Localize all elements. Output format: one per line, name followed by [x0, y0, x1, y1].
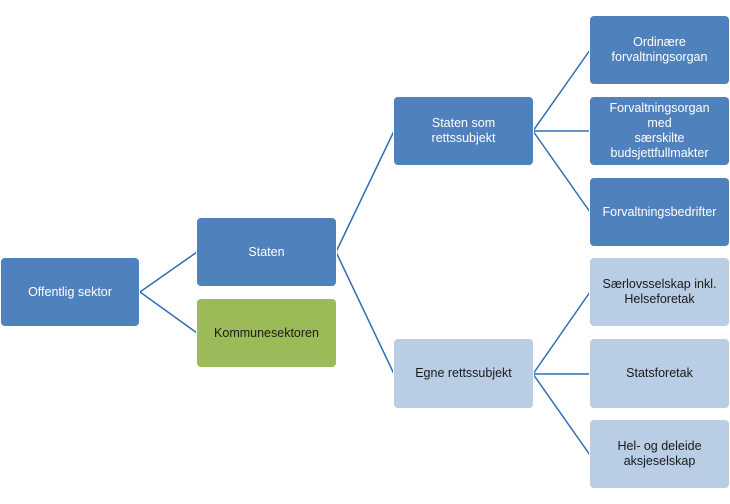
node-ordinaere-forvaltningsorgan-label: Ordinære forvaltningsorgan [611, 35, 708, 64]
connector-root-to-staten [139, 251, 198, 293]
node-statsforetak: Statsforetak [589, 338, 730, 409]
node-saerskilte-budsjettfullmakter-label: Forvaltningsorgan med særskilte budsjett… [609, 101, 710, 160]
node-egne-rettssubjekt: Egne rettssubjekt [393, 338, 534, 409]
connector-to-saerlov [532, 291, 591, 375]
connector-root-to-kommunesektoren [139, 291, 198, 334]
connector-to-ordinaere [532, 49, 591, 132]
connector-to-aksjeselskap [532, 373, 591, 456]
connector-staten-to-egne-rettssubjekt [335, 251, 395, 375]
node-saerlovsselskap: Særlovsselskap inkl. Helseforetak [589, 257, 730, 327]
node-aksjeselskap-label: Hel- og deleide aksjeselskap [617, 439, 702, 468]
node-staten-som-rettssubjekt-label: Staten som rettssubjekt [431, 116, 496, 145]
node-staten: Staten [196, 217, 337, 287]
node-egne-rettssubjekt-label: Egne rettssubjekt [415, 366, 512, 380]
connector-staten-to-staten-som-rettssubjekt [335, 130, 395, 253]
node-ordinaere-forvaltningsorgan: Ordinære forvaltningsorgan [589, 15, 730, 85]
node-aksjeselskap: Hel- og deleide aksjeselskap [589, 419, 730, 489]
node-offentlig-sektor-label: Offentlig sektor [28, 284, 112, 299]
node-staten-label: Staten [248, 244, 285, 259]
connector-to-bedrifter [532, 130, 591, 213]
node-forvaltningsbedrifter: Forvaltningsbedrifter [589, 177, 730, 247]
node-kommunesektoren: Kommunesektoren [196, 298, 337, 368]
node-offentlig-sektor: Offentlig sektor [0, 257, 140, 327]
node-saerskilte-budsjettfullmakter: Forvaltningsorgan med særskilte budsjett… [589, 96, 730, 166]
node-forvaltningsbedrifter-label: Forvaltningsbedrifter [602, 204, 717, 219]
node-staten-som-rettssubjekt: Staten som rettssubjekt [393, 96, 534, 166]
node-statsforetak-label: Statsforetak [626, 366, 693, 380]
node-saerlovsselskap-label: Særlovsselskap inkl. Helseforetak [602, 277, 717, 306]
node-kommunesektoren-label: Kommunesektoren [214, 325, 319, 340]
